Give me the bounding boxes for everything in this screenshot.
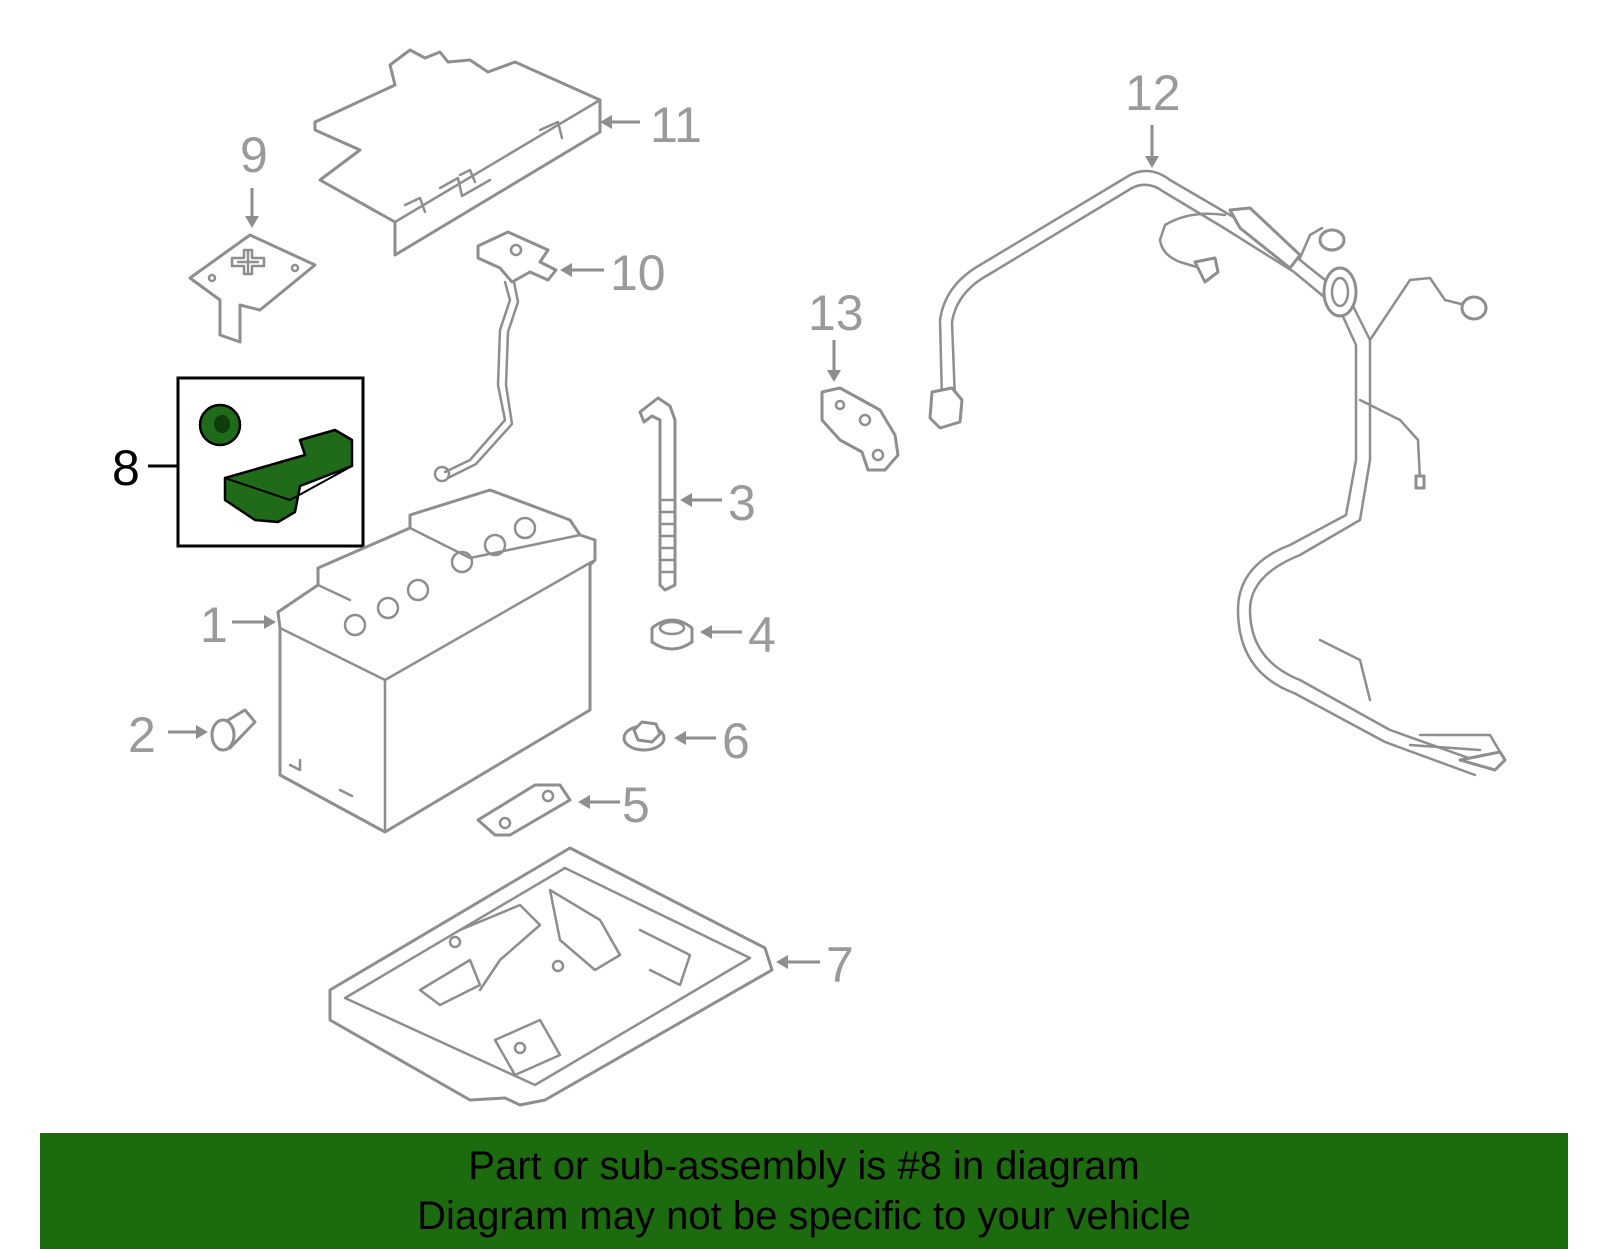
part-6-flange-nut[interactable] (622, 720, 666, 752)
part-13-cable-bracket[interactable] (820, 386, 900, 472)
banner-line-1: Part or sub-assembly is #8 in diagram (468, 1144, 1140, 1188)
part-11-battery-cover[interactable] (313, 48, 602, 257)
part-5-hold-down-clamp[interactable] (476, 783, 572, 837)
callout-12: 12 (1125, 65, 1181, 121)
part-4-nut[interactable] (650, 618, 694, 651)
callout-8: 8 (112, 440, 140, 496)
callout-5: 5 (622, 777, 650, 833)
part-12-wiring-harness[interactable] (928, 169, 1507, 777)
part-7-battery-tray[interactable] (328, 846, 774, 1107)
banner-line-2: Diagram may not be specific to your vehi… (417, 1194, 1191, 1238)
part-2-pin[interactable] (210, 708, 257, 752)
callout-13: 13 (808, 285, 864, 341)
info-banner: Part or sub-assembly is #8 in diagram Di… (40, 1133, 1568, 1249)
callout-1: 1 (200, 597, 228, 653)
callout-10: 10 (610, 245, 666, 301)
callout-9: 9 (240, 127, 268, 183)
callout-11: 11 (650, 97, 702, 153)
callout-6: 6 (722, 713, 750, 769)
parts-diagram (148, 48, 1507, 1107)
part-1-battery[interactable] (276, 488, 597, 834)
part-9-terminal-bracket[interactable] (188, 233, 317, 344)
callout-7: 7 (826, 937, 854, 993)
callout-3: 3 (728, 475, 756, 531)
callout-4: 4 (748, 607, 776, 663)
part-10-ground-cable[interactable] (433, 230, 558, 483)
part-8-terminal-cover[interactable] (198, 403, 354, 524)
callout-2: 2 (128, 707, 156, 763)
part-3-hold-down-bolt[interactable] (638, 396, 677, 592)
